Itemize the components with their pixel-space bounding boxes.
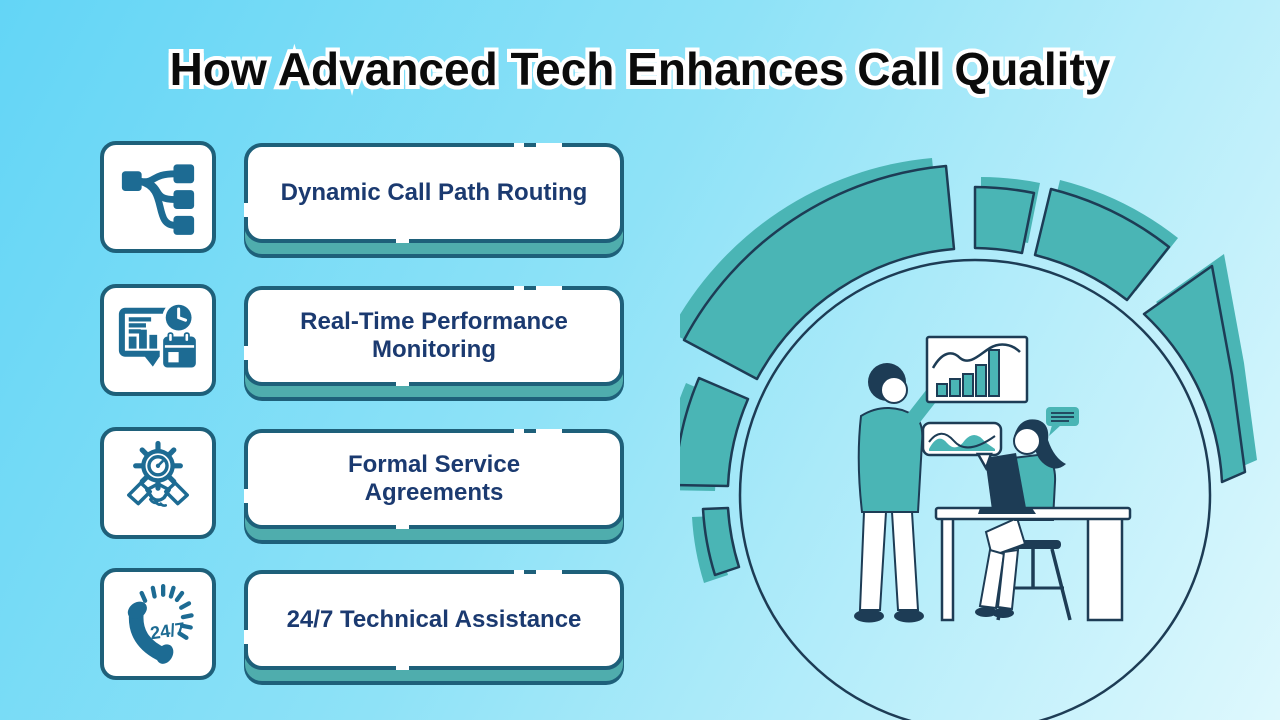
feature-label: Real-Time Performance Monitoring xyxy=(300,307,568,363)
phone-24-7-icon: 24/7 xyxy=(127,584,194,664)
feature-button-performance: Real-Time Performance Monitoring xyxy=(244,286,624,386)
center-circle xyxy=(738,258,1212,720)
feature-label: Dynamic Call Path Routing xyxy=(280,178,588,206)
feature-row-call-routing: Dynamic Call Path Routing xyxy=(100,141,624,253)
shoe xyxy=(992,608,1014,618)
shoe xyxy=(975,607,997,617)
pie-segment xyxy=(682,164,956,381)
pie-segment xyxy=(973,185,1036,255)
pie-segment xyxy=(680,376,750,488)
feature-row-agreements: Formal Service Agreements xyxy=(100,427,624,539)
performance-icon-box xyxy=(100,284,216,396)
border-gap xyxy=(244,346,248,360)
pie-segment xyxy=(1033,187,1171,302)
border-gap xyxy=(396,525,409,529)
pie-segment xyxy=(701,506,741,577)
border-gap xyxy=(514,429,524,433)
border-gap xyxy=(536,429,562,433)
border-gap xyxy=(514,570,524,574)
feature-row-assistance: 24/7 24/7 Technical Assistance xyxy=(100,568,624,680)
feature-button-assistance: 24/7 Technical Assistance xyxy=(244,570,624,670)
feature-button-call-routing: Dynamic Call Path Routing xyxy=(244,143,624,243)
agreement-icon-box xyxy=(100,427,216,539)
pie-chart-ring xyxy=(680,164,1247,577)
feature-label: 24/7 Technical Assistance xyxy=(286,605,582,633)
presenter-man xyxy=(854,358,957,623)
face xyxy=(880,376,908,404)
border-gap xyxy=(244,630,248,644)
border-gap xyxy=(514,143,524,147)
border-gap xyxy=(396,382,409,386)
feature-button-agreements: Formal Service Agreements xyxy=(244,429,624,529)
border-gap xyxy=(536,143,562,147)
border-gap xyxy=(244,203,248,217)
border-gap xyxy=(536,286,562,290)
border-gap xyxy=(536,570,562,574)
shoe xyxy=(854,609,884,623)
bar-chart-bars xyxy=(936,349,1000,397)
desk xyxy=(940,514,1124,622)
feature-label: Formal Service Agreements xyxy=(347,450,521,506)
face xyxy=(1013,427,1041,455)
bar-chart-board xyxy=(925,335,1029,404)
message-bubble-icon xyxy=(1046,407,1079,436)
border-gap xyxy=(244,489,248,503)
border-gap xyxy=(514,286,524,290)
shoe xyxy=(894,609,924,623)
svg-text:24/7: 24/7 xyxy=(149,619,187,644)
laptop xyxy=(978,453,1036,514)
feature-row-performance: Real-Time Performance Monitoring xyxy=(100,284,624,396)
assistance-icon-box: 24/7 xyxy=(100,568,216,680)
performance-monitoring-icon xyxy=(118,301,200,371)
team-analytics-illustration xyxy=(680,158,1257,720)
pie-segment xyxy=(1142,264,1247,484)
border-gap xyxy=(396,239,409,243)
service-agreement-handshake-icon xyxy=(127,440,189,507)
trend-line xyxy=(931,343,1021,369)
call-routing-icon-box xyxy=(100,141,216,253)
page-title: How Advanced Tech Enhances Call Quality xyxy=(166,39,1115,99)
call-routing-icon xyxy=(121,164,195,235)
wave-speech-bubble xyxy=(921,421,1003,471)
border-gap xyxy=(396,666,409,670)
